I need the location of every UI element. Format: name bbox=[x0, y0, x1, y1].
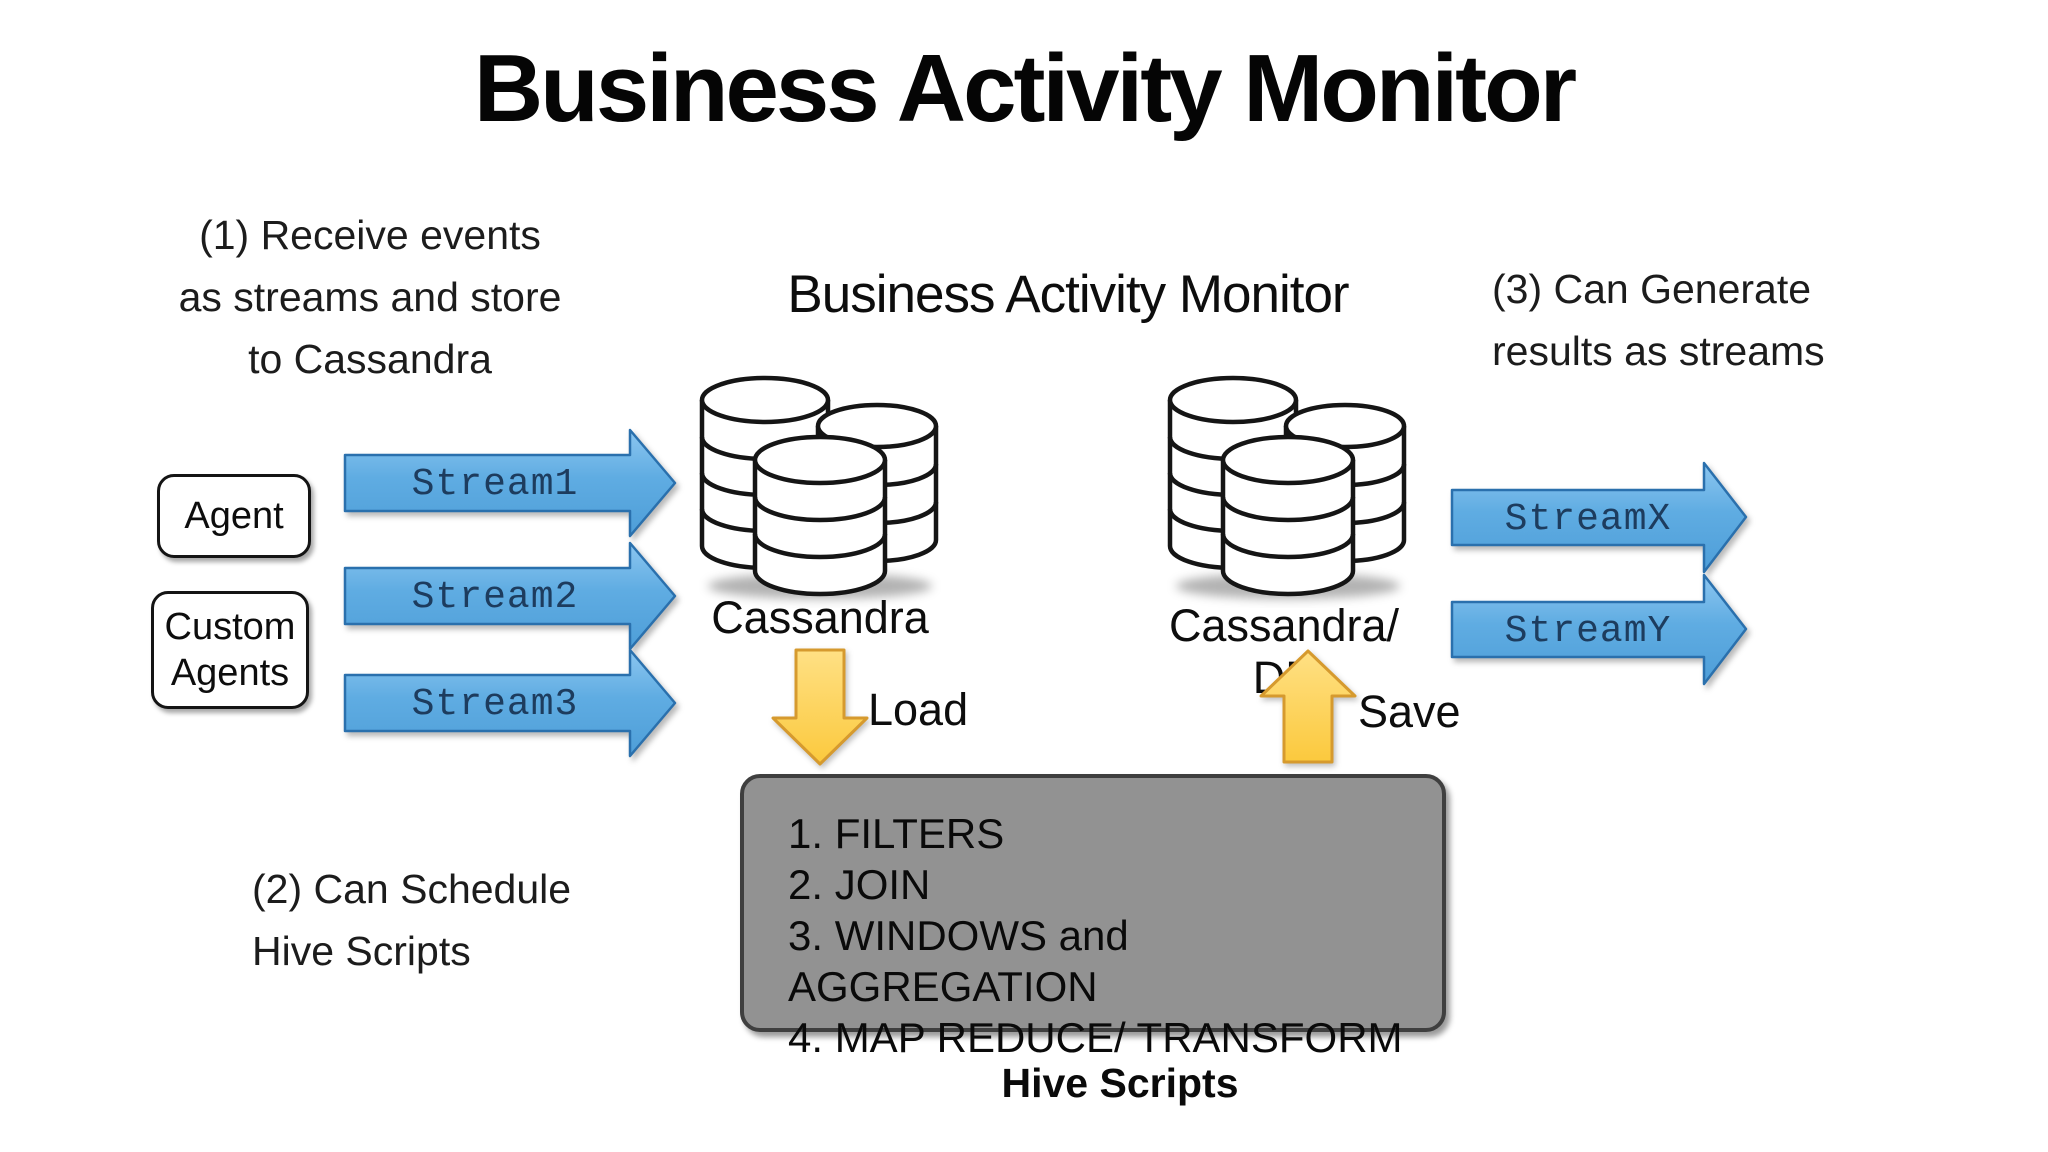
cassandra-database-icon bbox=[690, 368, 950, 608]
hive-item-map-reduce-transform: 4. MAP REDUCE/ TRANSFORM bbox=[788, 1014, 1403, 1061]
cassandra-db-database-icon bbox=[1158, 368, 1418, 608]
stream3-arrow: Stream3 bbox=[343, 648, 683, 758]
hive-item-filters: 1. FILTERS bbox=[788, 810, 1005, 857]
annotation-step2: (2) Can Schedule Hive Scripts bbox=[252, 858, 712, 982]
annotation-step3: (3) Can Generate results as streams bbox=[1492, 258, 1912, 382]
agent-node-label: Agent bbox=[184, 495, 284, 537]
stream2-label: Stream2 bbox=[411, 576, 579, 619]
hive-scripts-box: 1. FILTERS 2. JOIN 3. WINDOWS and AGGREG… bbox=[740, 774, 1446, 1061]
annotation-step2-line2: Hive Scripts bbox=[252, 928, 471, 974]
annotation-step1: (1) Receive events as streams and store … bbox=[148, 204, 592, 390]
streamx-label: StreamX bbox=[1504, 498, 1672, 541]
right-arrow-icon bbox=[1450, 461, 1748, 574]
streamy-arrow: StreamY bbox=[1450, 572, 1750, 687]
load-down-arrow-icon bbox=[771, 648, 869, 766]
save-up-arrow-icon bbox=[1259, 649, 1357, 764]
save-label: Save bbox=[1358, 686, 1461, 737]
right-arrow-icon bbox=[343, 428, 677, 538]
stream1-arrow: Stream1 bbox=[343, 428, 683, 538]
stream3-label: Stream3 bbox=[411, 683, 579, 726]
streamy-label: StreamY bbox=[1504, 610, 1672, 653]
load-label: Load bbox=[868, 684, 969, 735]
custom-agents-line2: Agents bbox=[170, 652, 290, 694]
annotation-step2-line1: (2) Can Schedule bbox=[252, 866, 572, 912]
cassandra-label: Cassandra bbox=[711, 592, 929, 643]
agent-node: Agent bbox=[157, 474, 311, 558]
custom-agents-line1: Custom bbox=[164, 606, 296, 648]
hive-item-join: 2. JOIN bbox=[788, 861, 931, 908]
right-arrow-icon bbox=[343, 541, 677, 651]
annotation-step1-line3: to Cassandra bbox=[248, 336, 492, 382]
custom-agents-node: Custom Agents bbox=[151, 591, 309, 709]
hive-item-windows-aggregation: 3. WINDOWS and AGGREGATION bbox=[788, 912, 1129, 1010]
page-title: Business Activity Monitor bbox=[473, 35, 1577, 142]
annotation-step1-line1: (1) Receive events bbox=[199, 212, 541, 258]
right-arrow-icon bbox=[1450, 573, 1748, 686]
streamx-arrow: StreamX bbox=[1450, 460, 1750, 575]
annotation-step3-line2: results as streams bbox=[1492, 328, 1825, 374]
hive-scripts-caption: Hive Scripts bbox=[1001, 1060, 1239, 1106]
custom-agents-label: Custom Agents bbox=[165, 604, 296, 696]
diagram-heading: Business Activity Monitor bbox=[787, 265, 1349, 324]
stream1-label: Stream1 bbox=[411, 463, 579, 506]
stream2-arrow: Stream2 bbox=[343, 541, 683, 651]
right-arrow-icon bbox=[343, 648, 677, 758]
annotation-step1-line2: as streams and store bbox=[178, 274, 562, 320]
annotation-step3-line1: (3) Can Generate bbox=[1492, 266, 1812, 312]
